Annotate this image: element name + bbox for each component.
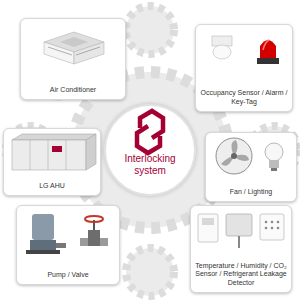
hub-title: Interlocking system — [115, 153, 185, 176]
ahu-unit — [12, 134, 96, 170]
device-label: Temperature / Humidity / CO₂ Sensor / Re… — [195, 262, 287, 287]
device-label: Fan / Lighting — [230, 188, 272, 196]
device-label: Occupancy Sensor / Alarm / Key-Tag — [200, 89, 288, 106]
device-box: Fan / Lighting — [205, 132, 297, 202]
interlock-logo — [137, 111, 163, 153]
device-box: Occupancy Sensor / Alarm / Key-Tag — [195, 24, 293, 112]
pump-valve — [26, 214, 108, 254]
cassette-unit — [44, 32, 104, 64]
fan-lighting — [216, 138, 283, 174]
sensor-alarm — [212, 36, 279, 64]
device-label: Pump / Valve — [47, 271, 88, 279]
sensor-devices — [198, 214, 284, 248]
device-label: Air Conditioner — [50, 86, 96, 94]
device-label: LG AHU — [39, 182, 65, 190]
